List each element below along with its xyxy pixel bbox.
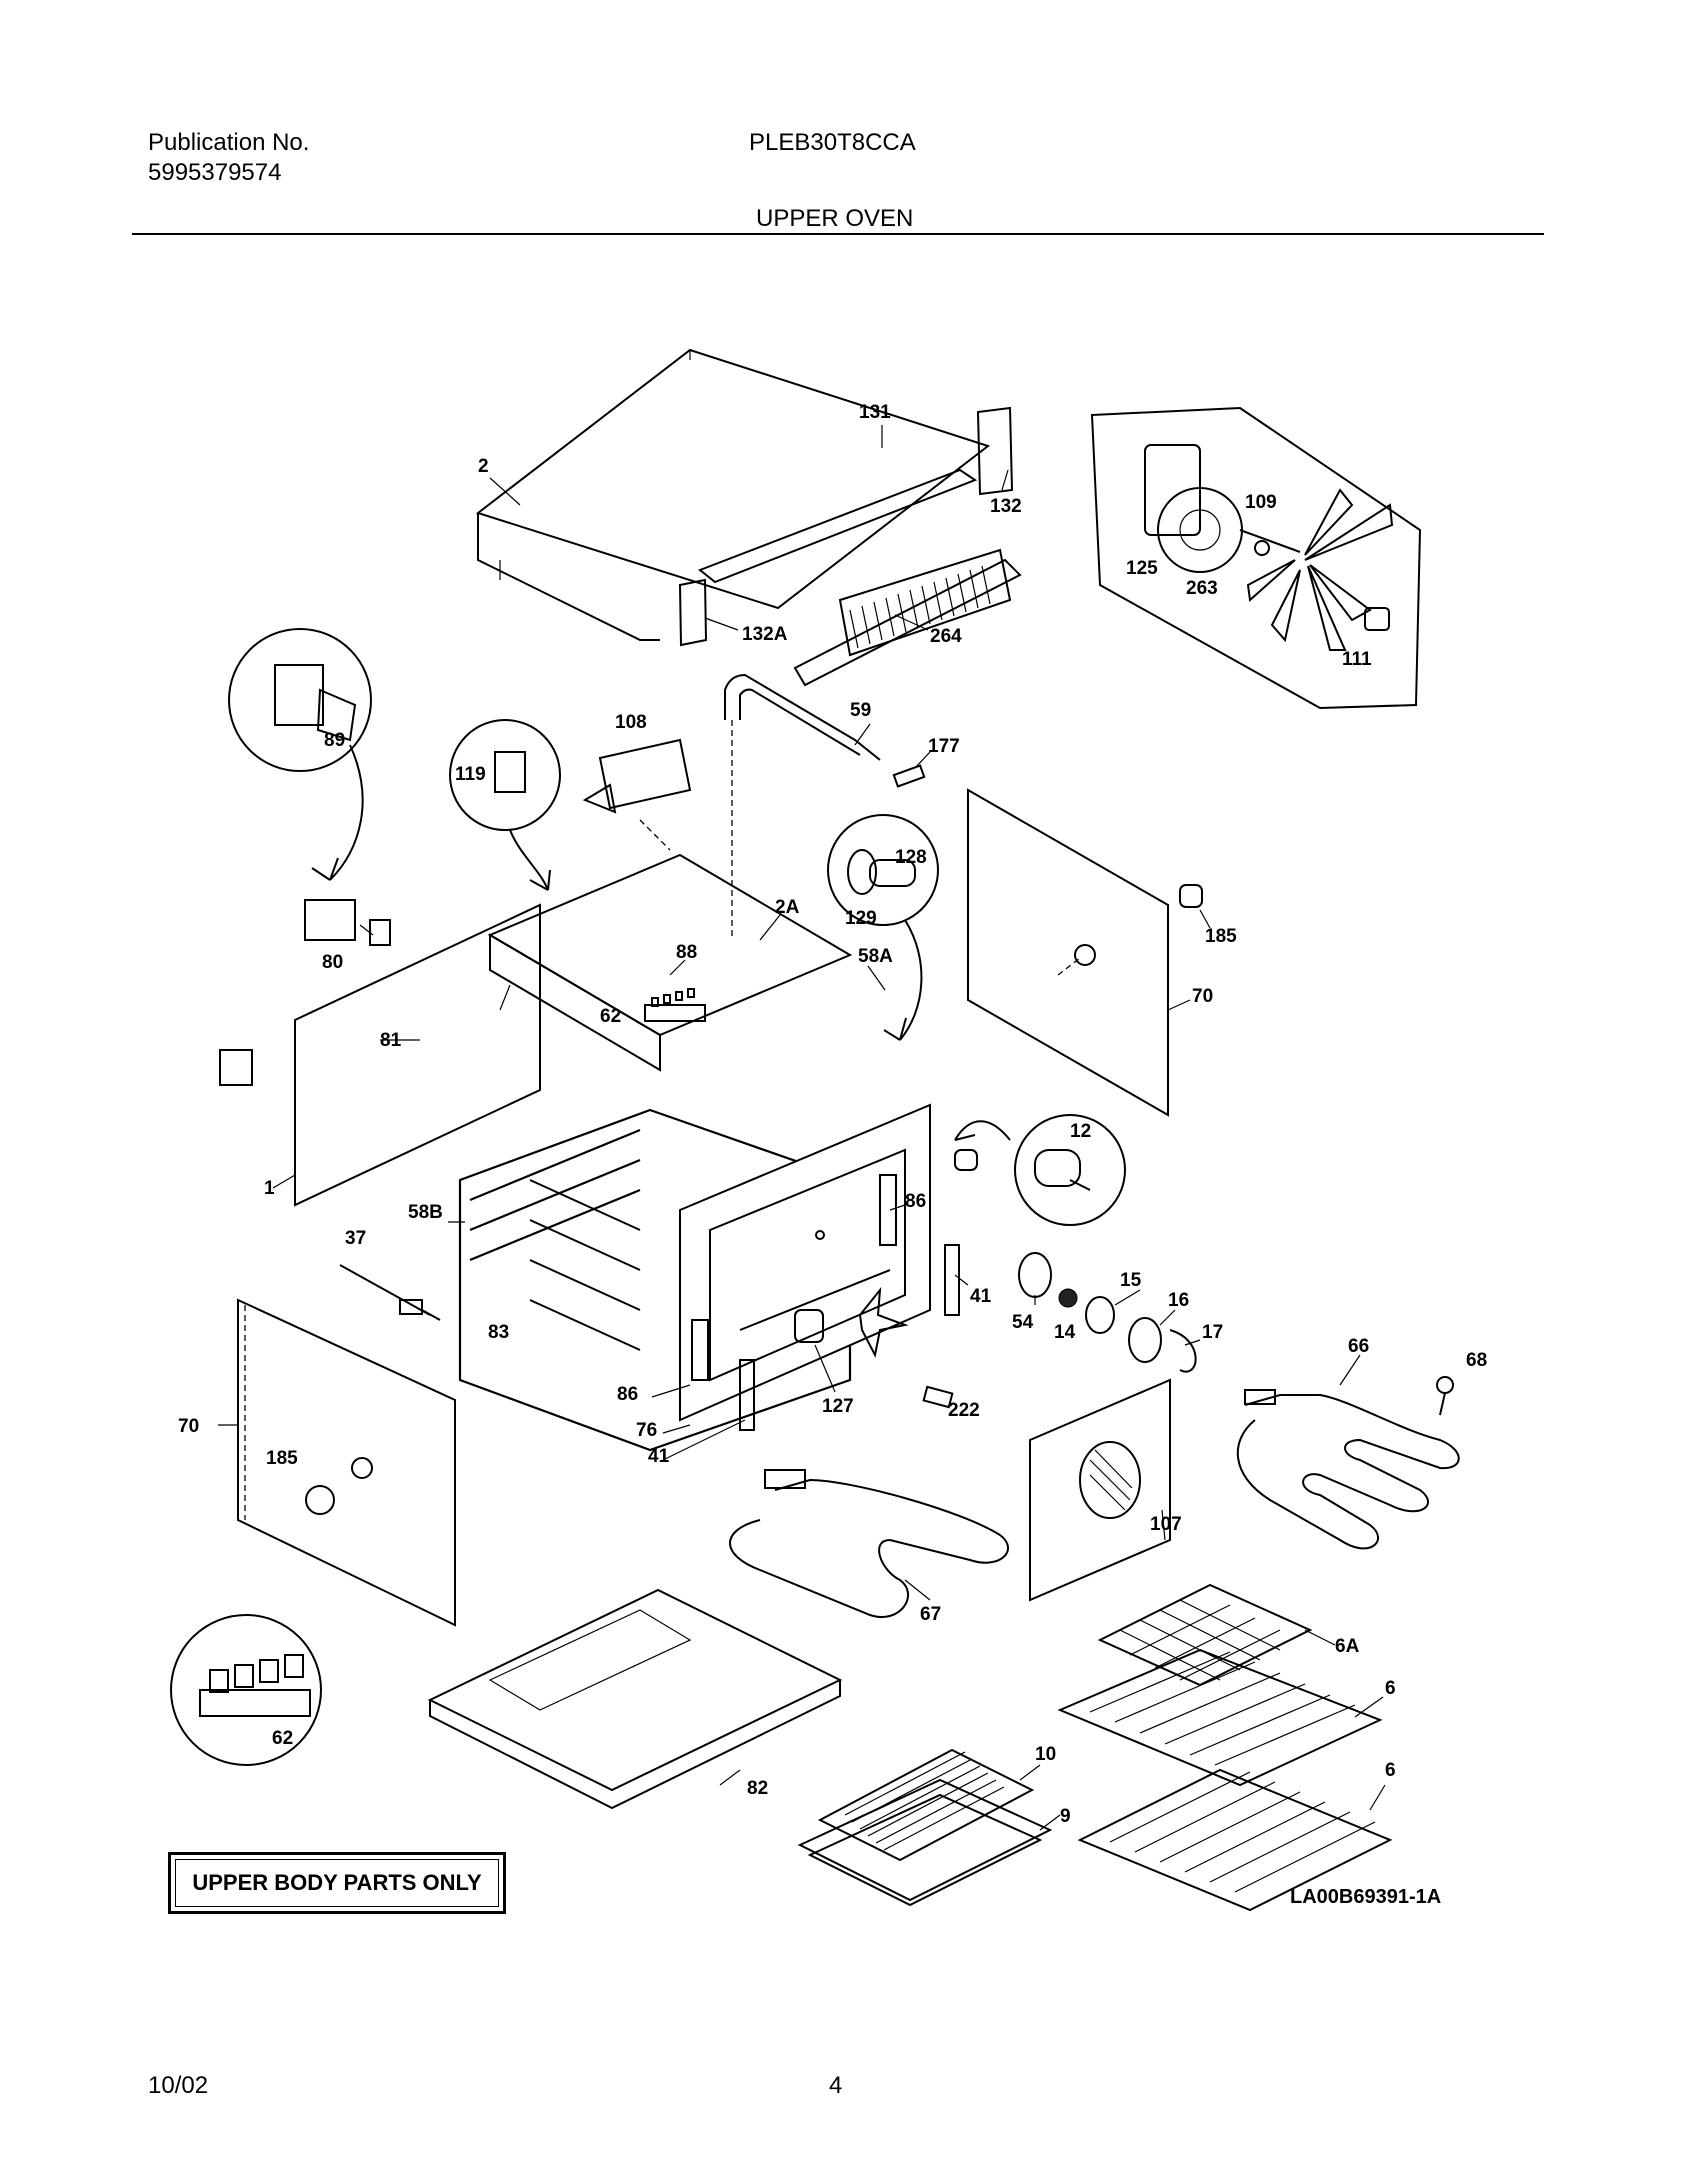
rack-6-upper-part xyxy=(1057,1648,1383,1787)
convection-fan-inset xyxy=(1090,406,1422,710)
callout-15: 15 xyxy=(1120,1270,1142,1291)
callout-127: 127 xyxy=(822,1396,854,1417)
rack-6a-part xyxy=(1097,1583,1313,1687)
note-text: UPPER BODY PARTS ONLY xyxy=(192,1870,482,1895)
back-panel-left xyxy=(237,1298,456,1627)
page-number: 4 xyxy=(829,2072,843,2099)
bottom-panel-part xyxy=(427,1588,843,1810)
side-panel-left xyxy=(219,899,541,1207)
trim-rail-part xyxy=(678,406,1014,647)
callout-66: 66 xyxy=(1348,1336,1369,1357)
callout-222: 222 xyxy=(948,1400,980,1421)
callout-10: 10 xyxy=(1035,1744,1056,1765)
leader-lines xyxy=(218,425,1386,1831)
callout-58b: 58B xyxy=(408,1202,443,1223)
callout-58a: 58A xyxy=(858,946,893,967)
callout-2: 2 xyxy=(478,456,489,477)
callout-119: 119 xyxy=(455,764,486,785)
callout-132a: 132A xyxy=(742,624,788,645)
callout-2a: 2A xyxy=(775,897,800,918)
broil-pan-part xyxy=(797,1748,1053,1907)
callout-9: 9 xyxy=(1060,1806,1071,1827)
callout-80: 80 xyxy=(322,952,343,973)
callout-82: 82 xyxy=(747,1778,768,1799)
bake-element-part xyxy=(729,1469,1010,1618)
callout-111: 111 xyxy=(1342,649,1372,670)
callout-129: 129 xyxy=(845,908,877,929)
drawing-code: LA00B69391-1A xyxy=(1290,1886,1442,1908)
door-bracket-part xyxy=(691,1174,960,1431)
publication-number: 5995379574 xyxy=(148,159,282,186)
temperature-sensor-part xyxy=(339,1264,441,1321)
callout-177: 177 xyxy=(928,736,960,757)
callout-108: 108 xyxy=(615,712,647,733)
callout-263: 263 xyxy=(1186,578,1218,599)
inset-89 xyxy=(228,628,372,881)
rack-6-lower-part xyxy=(1077,1768,1393,1912)
inset-119 xyxy=(449,719,561,891)
header-divider xyxy=(132,233,1544,235)
callout-88: 88 xyxy=(676,942,697,963)
top-panel-part xyxy=(475,348,991,641)
callout-41b: 41 xyxy=(648,1446,670,1467)
callout-132: 132 xyxy=(990,496,1022,517)
callout-86: 86 xyxy=(905,1191,926,1212)
model-number: PLEB30T8CCA xyxy=(749,129,916,156)
callout-1: 1 xyxy=(264,1178,275,1199)
callout-107: 107 xyxy=(1150,1514,1182,1535)
callout-70: 70 xyxy=(1192,986,1213,1007)
callout-89: 89 xyxy=(324,730,345,751)
footer-date: 10/02 xyxy=(148,2072,209,2099)
note-inner-border xyxy=(175,1859,499,1907)
broil-element-part xyxy=(1236,1389,1460,1550)
callout-131: 131 xyxy=(859,402,891,423)
callout-264: 264 xyxy=(930,626,962,647)
callout-83: 83 xyxy=(488,1322,509,1343)
callout-185: 185 xyxy=(1205,926,1237,947)
terminal-block-part xyxy=(644,988,706,1022)
vent-grille-part xyxy=(793,548,1022,687)
fan-shaft-part xyxy=(794,1286,954,1409)
callout-16: 16 xyxy=(1168,1290,1189,1311)
upper-body-parts-note: UPPER BODY PARTS ONLY xyxy=(168,1852,506,1914)
callout-67: 67 xyxy=(920,1604,941,1625)
cooling-fan-part xyxy=(582,738,692,851)
callout-185b: 185 xyxy=(266,1448,298,1469)
rear-cover-part xyxy=(1029,1378,1171,1602)
callout-37: 37 xyxy=(345,1228,366,1249)
callout-41: 41 xyxy=(970,1286,992,1307)
callout-81: 81 xyxy=(380,1030,402,1051)
callout-labels: 2 131 132 132A 264 109 125 263 111 89 10… xyxy=(178,402,1487,1827)
callout-62: 62 xyxy=(600,1006,621,1027)
inset-62 xyxy=(170,1614,322,1766)
side-panel-right xyxy=(967,788,1203,1117)
publication-label: Publication No. xyxy=(148,129,310,156)
callout-14: 14 xyxy=(1054,1322,1076,1343)
section-title: UPPER OVEN xyxy=(756,205,914,232)
oven-cavity-part xyxy=(458,853,931,1452)
callout-109: 109 xyxy=(1245,492,1277,513)
callout-76: 76 xyxy=(636,1420,657,1441)
inset-128-129 xyxy=(827,814,939,1041)
callout-86b: 86 xyxy=(617,1384,638,1405)
part-68-clip xyxy=(1436,1376,1454,1416)
callout-68: 68 xyxy=(1466,1350,1487,1371)
flue-tube-part xyxy=(724,673,926,940)
callout-6a: 6A xyxy=(1335,1636,1360,1657)
callout-12: 12 xyxy=(1070,1121,1091,1142)
callout-17: 17 xyxy=(1202,1322,1223,1343)
callout-128: 128 xyxy=(895,847,927,868)
callout-59: 59 xyxy=(850,700,871,721)
callout-70b: 70 xyxy=(178,1416,199,1437)
callout-6b: 6 xyxy=(1385,1760,1396,1781)
inset-12 xyxy=(954,1114,1126,1226)
callout-125: 125 xyxy=(1126,558,1158,579)
callout-6: 6 xyxy=(1385,1678,1396,1699)
callout-62b: 62 xyxy=(272,1728,293,1749)
callout-54: 54 xyxy=(1012,1312,1034,1333)
light-assembly-part xyxy=(1018,1252,1197,1373)
